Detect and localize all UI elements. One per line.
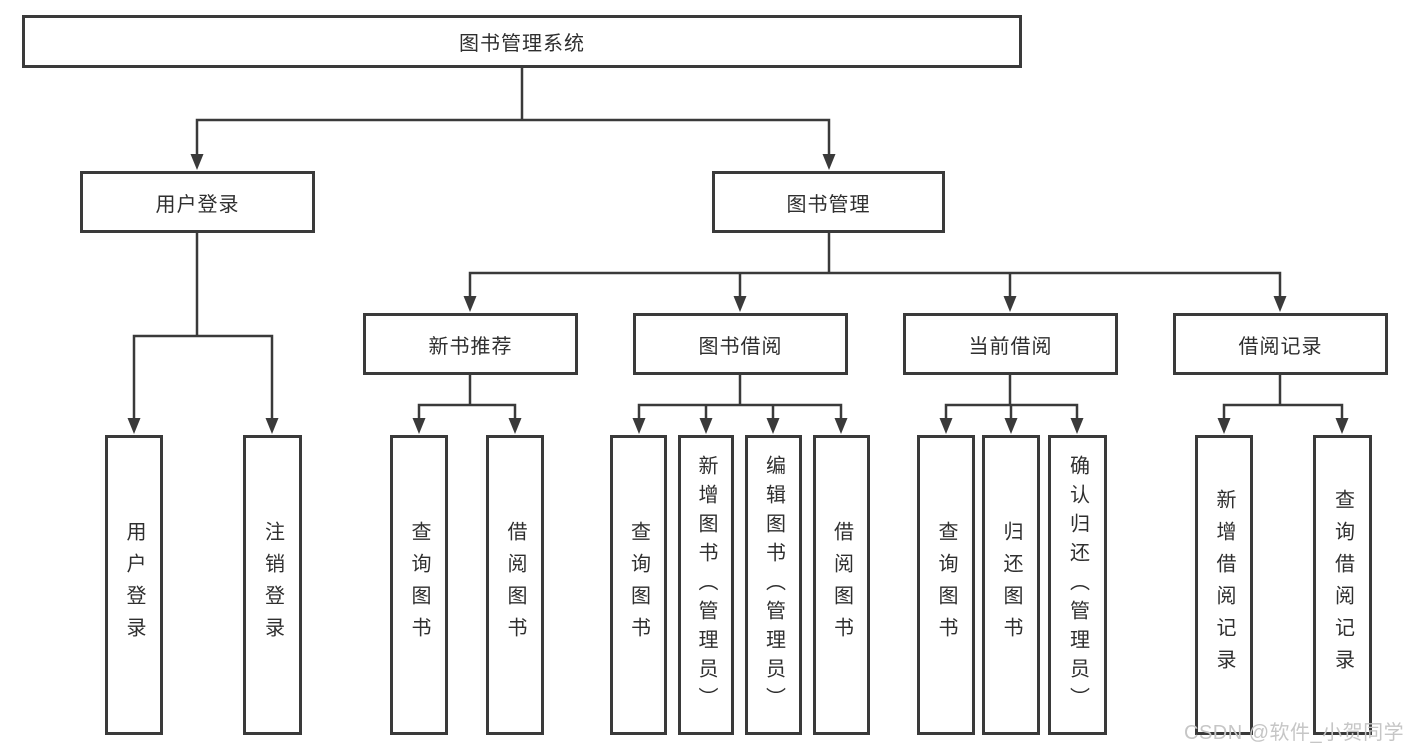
- node-leaf-borrow-books: 借阅图书: [813, 435, 870, 735]
- node-leaf-user-login: 用户登录: [105, 435, 163, 735]
- node-leaf-query-books-borrow: 查询图书: [610, 435, 667, 735]
- node-leaf-query-books-recommend: 查询图书: [390, 435, 448, 735]
- node-user-login: 用户登录: [80, 171, 315, 233]
- node-leaf-return-books: 归还图书: [982, 435, 1040, 735]
- node-new-book-recommend: 新书推荐: [363, 313, 578, 375]
- node-book-management: 图书管理: [712, 171, 945, 233]
- node-current-borrowing: 当前借阅: [903, 313, 1118, 375]
- csdn-watermark: CSDN @软件_小贺同学: [1184, 722, 1405, 744]
- node-leaf-query-books-current: 查询图书: [917, 435, 975, 735]
- node-leaf-confirm-return-admin: 确认归还（管理员）: [1048, 435, 1107, 735]
- node-leaf-edit-books-admin: 编辑图书（管理员）: [745, 435, 802, 735]
- node-leaf-add-books-admin: 新增图书（管理员）: [678, 435, 734, 735]
- node-library-system: 图书管理系统: [22, 15, 1022, 68]
- node-leaf-add-borrow-record: 新增借阅记录: [1195, 435, 1253, 735]
- node-leaf-logout: 注销登录: [243, 435, 302, 735]
- node-leaf-query-borrow-record: 查询借阅记录: [1313, 435, 1372, 735]
- node-leaf-borrow-books-recommend: 借阅图书: [486, 435, 544, 735]
- node-book-borrowing: 图书借阅: [633, 313, 848, 375]
- node-borrowing-records: 借阅记录: [1173, 313, 1388, 375]
